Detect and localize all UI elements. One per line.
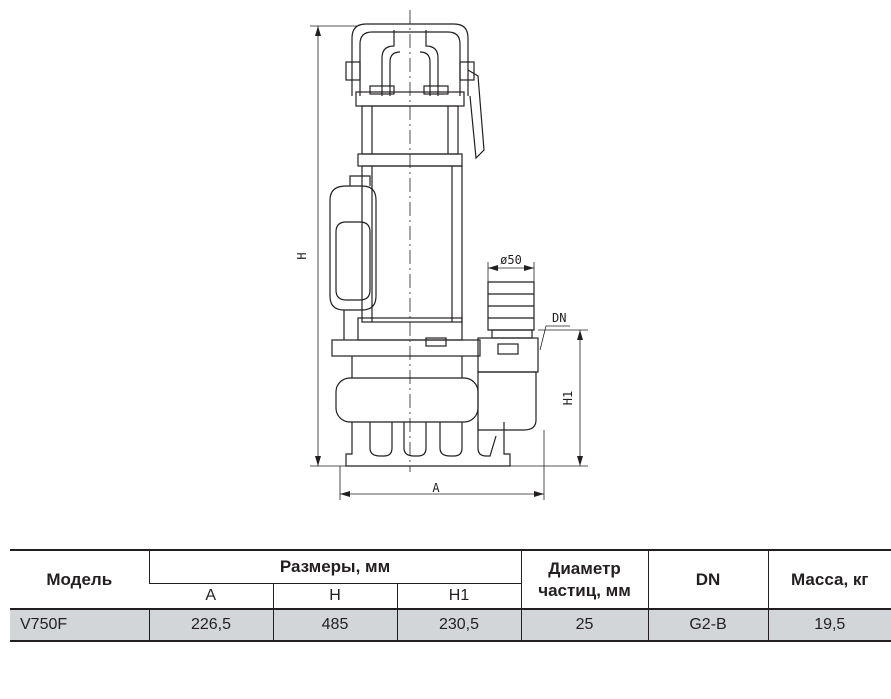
header-particle-diameter: Диаметр частиц, мм: [520, 549, 649, 609]
dimension-arrows: [315, 26, 583, 497]
outlet-connector: [477, 337, 539, 373]
header-dimensions: Размеры, мм: [148, 549, 522, 584]
pump-outline: [329, 23, 539, 467]
header-particle-line2: частиц, мм: [538, 580, 631, 600]
dim-label-outlet: ø50: [500, 253, 522, 267]
cell-particle: 25: [520, 608, 649, 642]
cable-guard: [467, 69, 485, 160]
header-mass: Масса, кг: [767, 549, 891, 609]
hose-barb: [487, 281, 535, 331]
cell-mass: 19,5: [767, 608, 891, 642]
dim-leader-DN: [539, 325, 570, 351]
cell-H1: 230,5: [396, 608, 522, 642]
dim-label-H: H: [295, 252, 309, 259]
dim-label-H1: H1: [561, 391, 575, 405]
motor-body: [361, 165, 463, 323]
volute-housing: [335, 377, 479, 423]
cell-model: V750F: [10, 608, 149, 642]
dim-label-DN: DN: [552, 311, 566, 325]
cell-A: 226,5: [148, 608, 273, 642]
header-particle-line1: Диаметр: [548, 558, 621, 578]
table-row: V750F 226,5 485 230,5 25 G2-B 19,5: [10, 608, 891, 642]
pump-technical-drawing: H H1 A ø50 DN: [295, 10, 588, 500]
base-stand: [345, 422, 511, 467]
header-col-A: A: [205, 587, 217, 604]
discharge-housing: [477, 371, 537, 431]
dimension-lines: [310, 25, 588, 500]
cell-dn: G2-B: [647, 608, 769, 642]
cable-right: [425, 30, 439, 96]
header-model: Модель: [10, 549, 149, 609]
header-dn: DN: [647, 549, 769, 609]
cable-left: [381, 30, 395, 96]
header-col-H: H: [272, 583, 397, 609]
header-col-H1: H1: [396, 583, 522, 609]
dim-label-A: A: [432, 481, 440, 495]
cell-H: 485: [272, 608, 397, 642]
spec-table: Модель Размеры, мм Диаметр частиц, мм DN…: [10, 549, 891, 642]
float-switch: [329, 185, 377, 311]
flange-plate: [331, 339, 481, 357]
